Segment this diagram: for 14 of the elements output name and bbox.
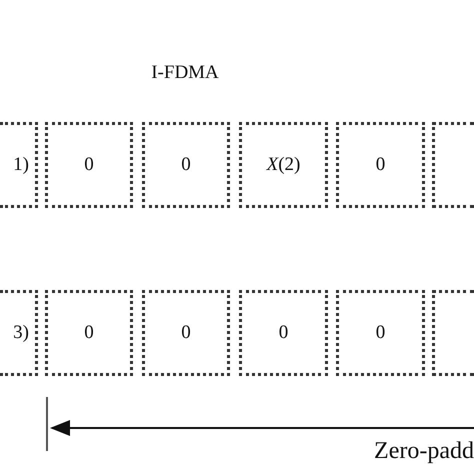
- sample-cell: 1): [0, 122, 38, 208]
- sample-cell: 0: [239, 290, 328, 376]
- sample-cell: X(2): [239, 122, 328, 208]
- empty-cell: [432, 290, 474, 376]
- sample-cell: 3): [0, 290, 38, 376]
- empty-cell: [432, 122, 474, 208]
- dimension-label: Zero-padd: [374, 438, 474, 465]
- diagram-title: I-FDMA: [150, 62, 220, 84]
- sample-cell: 0: [142, 290, 230, 376]
- sample-cell: 0: [336, 290, 425, 376]
- sample-cell: 0: [142, 122, 230, 208]
- sample-cell: 0: [45, 290, 133, 376]
- sample-cell: 0: [336, 122, 425, 208]
- sample-cell: 0: [45, 122, 133, 208]
